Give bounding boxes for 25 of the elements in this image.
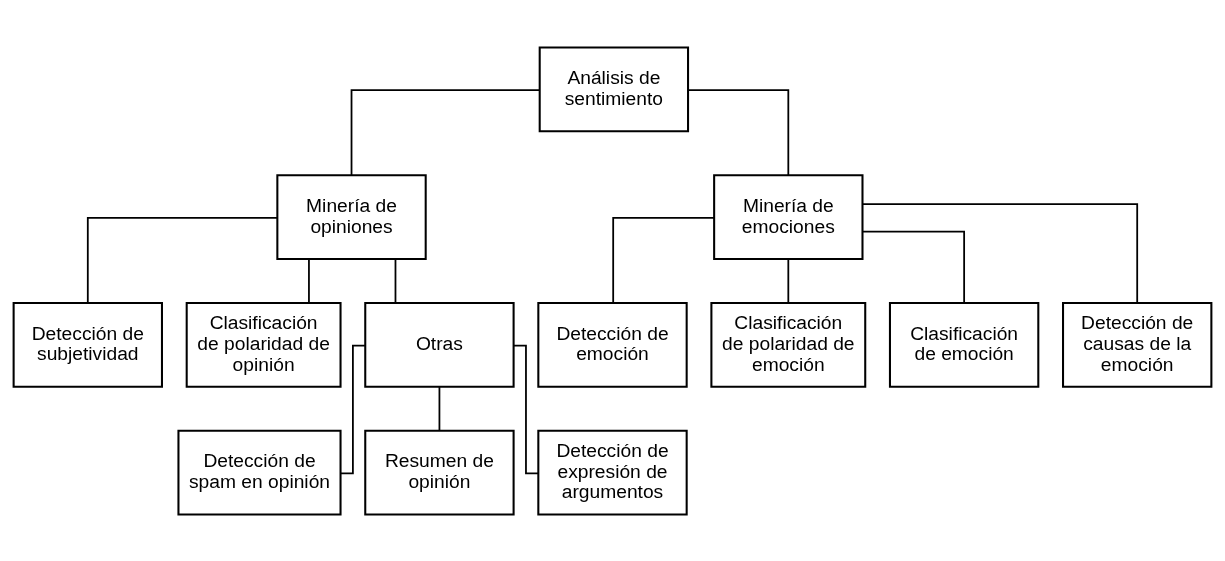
node-box: Clasificación de polaridad de opinión [185, 301, 342, 388]
connector [339, 344, 366, 474]
connector [861, 202, 1139, 304]
node-box: Clasificación de polaridad de emoción [710, 301, 867, 388]
connector [394, 257, 397, 304]
connector [687, 88, 790, 176]
connector [350, 88, 541, 176]
connector [86, 216, 278, 304]
node-box: Detección de causas de la emoción [1062, 301, 1213, 388]
node-box: Otras [364, 301, 515, 388]
connector [438, 385, 441, 431]
connector [787, 257, 790, 304]
node-box: Detección de expresión de argumentos [537, 429, 688, 516]
node-box: Detección de spam en opinión [177, 429, 342, 516]
node-box: Resumen de opinión [364, 429, 515, 516]
connector [861, 230, 966, 304]
connector [513, 344, 539, 474]
node-box: Minería de emociones [713, 173, 864, 260]
node-box: Análisis de sentimiento [538, 45, 690, 132]
node-box: Detección de emoción [537, 301, 688, 388]
node-box: Clasificación de emoción [888, 301, 1040, 388]
node-box: Detección de subjetividad [12, 301, 163, 388]
node-box: Minería de opiniones [276, 173, 427, 260]
connector [308, 257, 310, 304]
connector [612, 216, 715, 304]
